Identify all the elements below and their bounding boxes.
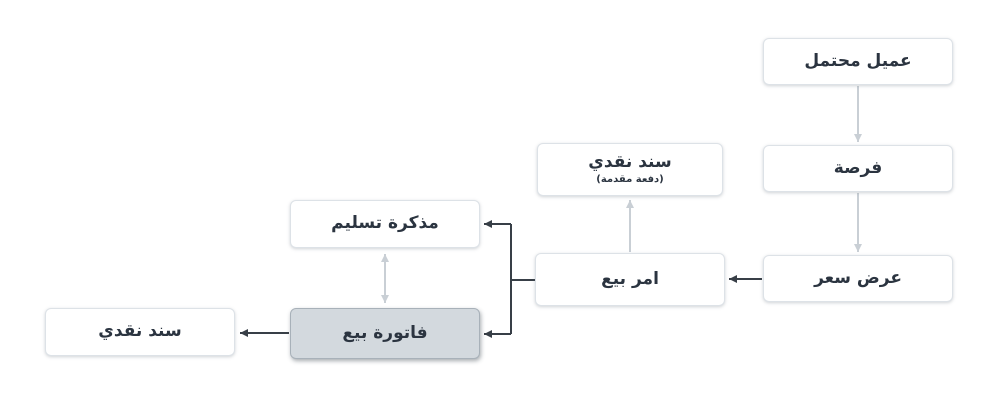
node-quotation-label: عرض سعر <box>814 267 902 288</box>
node-advance-payment-sublabel: (دفعة مقدمة) <box>596 174 664 186</box>
node-lead-label: عميل محتمل <box>804 50 912 71</box>
node-sales-invoice-label: فاتورة بيع <box>342 322 428 343</box>
node-opportunity-label: فرصة <box>833 157 883 178</box>
node-advance-payment-label: سند نقدي <box>588 152 672 173</box>
node-advance-payment: سند نقدي (دفعة مقدمة) <box>537 143 723 196</box>
node-quotation: عرض سعر <box>763 255 953 302</box>
node-payment-label: سند نقدي <box>98 321 182 342</box>
edge-sales-order-branch-connector <box>510 224 536 334</box>
node-opportunity: فرصة <box>763 145 953 192</box>
node-sales-order: امر بيع <box>535 253 725 306</box>
node-delivery-note-label: مذكرة تسليم <box>331 213 439 234</box>
node-sales-invoice: فاتورة بيع <box>290 308 480 359</box>
node-delivery-note: مذكرة تسليم <box>290 200 480 248</box>
node-lead: عميل محتمل <box>763 38 953 85</box>
node-sales-order-label: امر بيع <box>601 268 659 289</box>
node-payment: سند نقدي <box>45 308 235 356</box>
